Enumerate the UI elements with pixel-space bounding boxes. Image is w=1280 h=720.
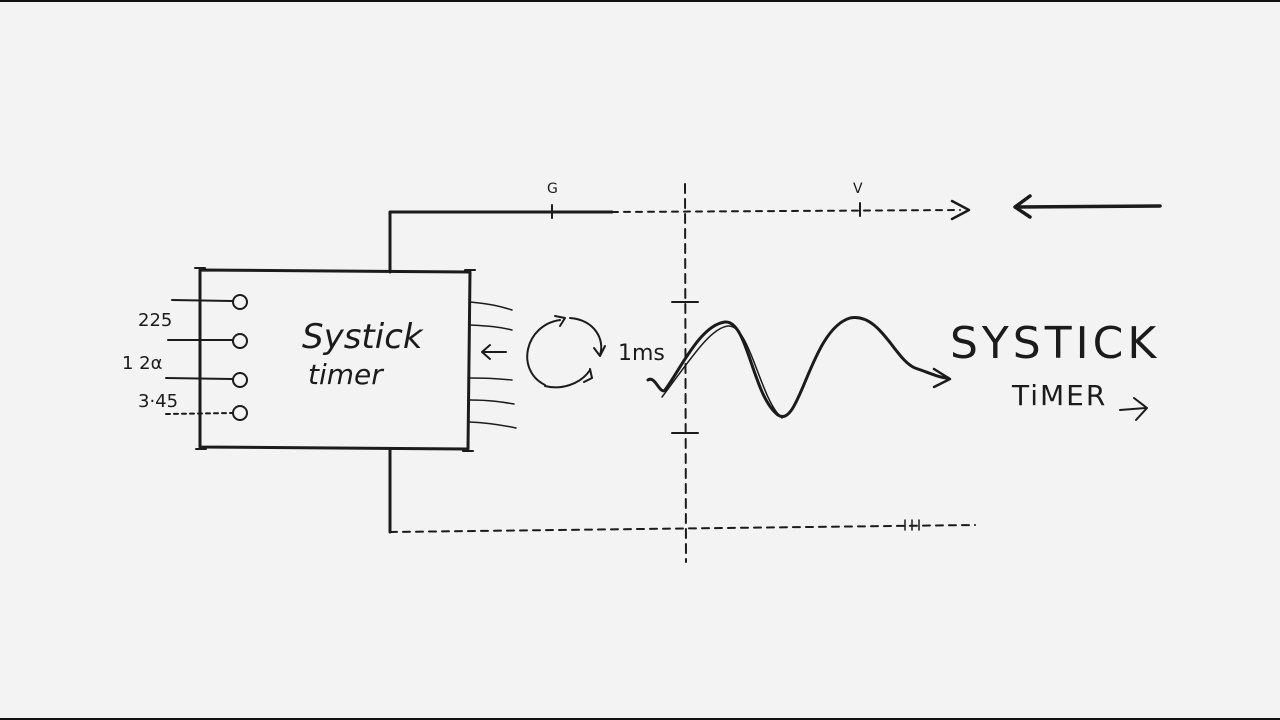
v-axis-label: V (853, 181, 863, 197)
period-label: 1ms (618, 341, 665, 366)
caption-line-2: TiMER (1011, 379, 1107, 412)
arrow-left-icon (1013, 194, 1162, 219)
block-title: Systick (302, 317, 424, 357)
pin-label-3: 3·45 (138, 391, 178, 412)
systick-block: Systick timer (194, 267, 476, 452)
top-bus: G V (388, 181, 971, 274)
output-wires (469, 301, 517, 429)
pin-label-1: 225 (138, 310, 172, 331)
pin-label-2: 1 2α (122, 353, 163, 374)
block-subtitle: timer (308, 358, 384, 391)
input-pins: 225 1 2α 3·45 (122, 294, 248, 421)
top-border (0, 0, 1280, 2)
vertical-axis (671, 183, 699, 563)
arrow-right-icon (1119, 397, 1148, 421)
bottom-border (0, 718, 1280, 720)
cycle-arrows-icon (526, 315, 606, 389)
g-axis-label: G (547, 181, 558, 197)
bottom-bus (388, 448, 976, 534)
caption-line-1: SYSTICK (950, 318, 1160, 369)
sine-wave (646, 316, 952, 419)
